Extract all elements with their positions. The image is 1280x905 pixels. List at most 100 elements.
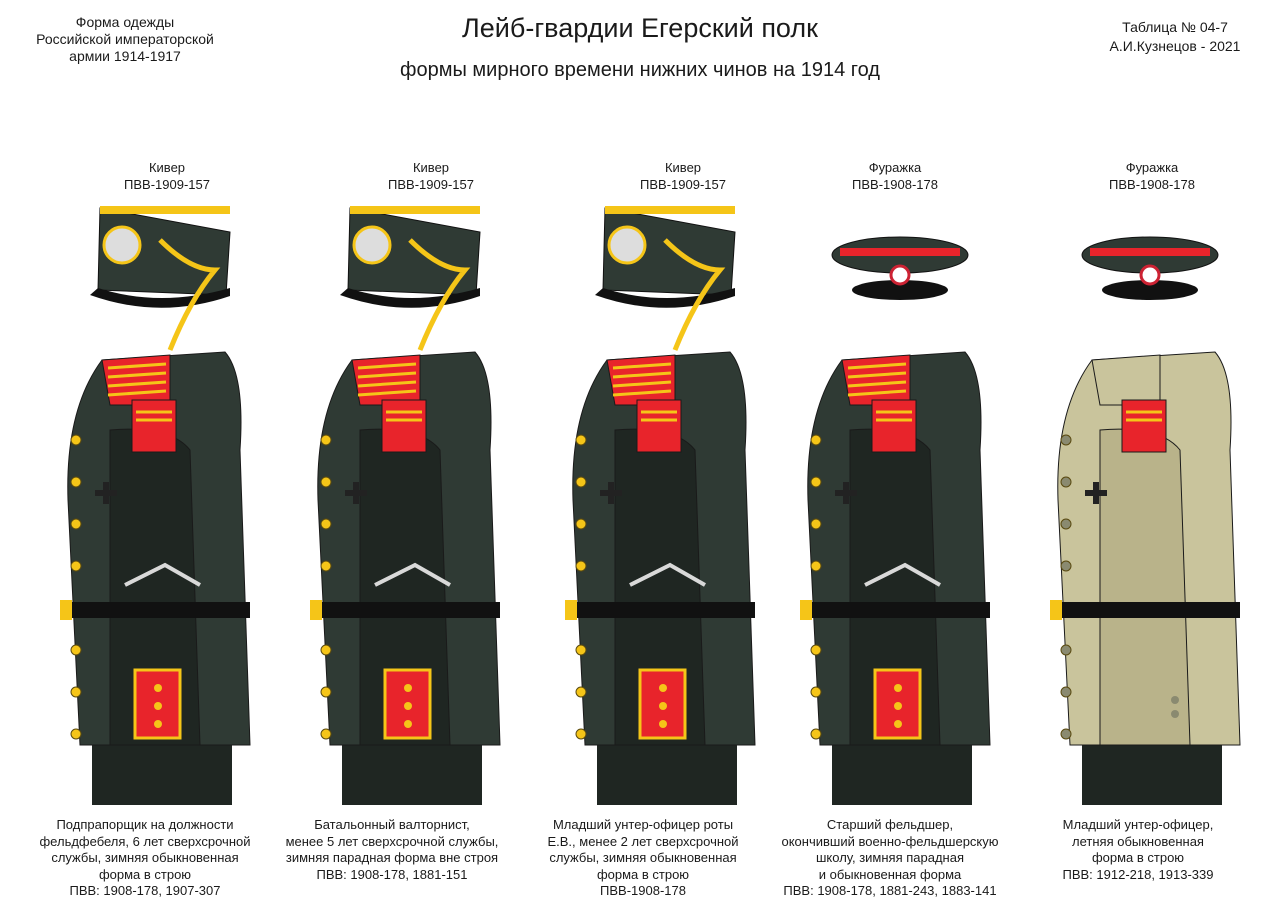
author-credit: А.И.Кузнецов - 2021 [1109,38,1241,54]
headgear-code: ПВВ-1908-178 [852,177,938,192]
series-title-line-1: Форма одежды [75,14,175,30]
caption-line: летняя обыкновенная [1072,833,1204,849]
cuff-button [659,702,667,710]
headgear-name: Фуражка [1125,160,1179,175]
tunic-button [70,686,82,698]
tunic-button [320,518,332,530]
headgear-name: Кивер [148,160,186,175]
cuff-button [154,720,162,728]
caption-line: ПВВ: 1908-178, 1907-307 [69,883,221,898]
figure-caption-1: Подпрапорщик на должности фельдфебеля, 6… [15,817,275,900]
uniform-figure-2 [290,200,530,810]
headgear-code: ПВВ-1909-157 [388,177,474,192]
page-title: Лейб-гвардии Егерский полк [462,13,818,43]
tunic-button [810,686,822,698]
cuff-button [154,684,162,692]
kiver-star-badge-icon [352,225,392,265]
collar-braid [847,362,907,370]
tunic-button [810,728,822,740]
tunic-button [575,560,587,572]
collar-braid [612,380,672,388]
series-title-line-3: армии 1914-1917 [69,48,181,64]
cap-visor [1102,280,1198,300]
tunic-button [1060,434,1072,446]
caption-line: Е.В., менее 2 лет сверхсрочной [547,833,739,849]
belt-buckle [310,600,322,620]
uniform-illustration [310,206,501,805]
sleeve-chevron [629,562,706,587]
sleeve-chevron [374,562,451,587]
kiver-top-braid [350,206,480,214]
tunic-button [1060,728,1072,740]
tunic-button [1060,476,1072,488]
cross-award-icon [1085,482,1107,504]
tunic-collar [101,354,171,406]
sleeve-chevron [864,562,941,587]
caption-line: менее 5 лет сверхсрочной службы, [285,833,499,849]
cuff-button [894,702,902,710]
caption-line: ПВВ: 1912-218, 1913-339 [1062,866,1214,882]
sleeve-chevron [124,562,201,587]
caption-line: Батальонный валторнист, [314,817,470,832]
cap-visor [852,280,948,300]
cuff-button [404,720,412,728]
tunic-button [1060,644,1072,656]
uniform-figure-1 [40,200,280,810]
collar-braid [357,362,417,370]
headgear-code: ПВВ-1908-178 [1109,177,1195,192]
caption-line: окончивший военно-фельдшерскую [781,833,999,849]
headgear-label-3: Кивер ПВВ-1909-157 [583,159,783,193]
caption-line: ПВВ-1908-178 [600,883,686,898]
headgear-name: Кивер [412,160,450,175]
trousers [342,745,482,805]
collar-braid [357,380,417,388]
uniform-figure-3 [545,200,785,810]
headgear-label-2: Кивер ПВВ-1909-157 [331,159,531,193]
waist-belt [320,602,500,618]
tunic-button [1060,518,1072,530]
uniform-figure-4 [780,200,1020,810]
tunic-button [320,644,332,656]
tunic-button [320,476,332,488]
tunic-button [70,476,82,488]
shoulder-strap [871,399,917,453]
page-subtitle: формы мирного времени нижних чинов на 19… [400,59,880,81]
cap-cockade-icon [1139,264,1161,286]
tunic-button [810,434,822,446]
waist-belt [810,602,990,618]
series-title-block: Форма одежды Российской императорской ар… [20,14,230,65]
collar-braid [612,371,672,379]
belt-buckle [565,600,577,620]
caption-line: службы, зимняя обыкновенная [51,850,239,865]
caption-line: фельдфебеля, 6 лет сверхсрочной [39,833,251,849]
waist-belt [70,602,250,618]
tunic-button [70,644,82,656]
series-title-line-2: Российской императорской [36,31,214,47]
tunic-button [1060,560,1072,572]
kiver-star-badge-icon [102,225,142,265]
tunic-button [70,518,82,530]
tunic-collar [1091,354,1161,406]
headgear-code: ПВВ-1909-157 [640,177,726,192]
tunic-button [810,476,822,488]
figure-caption-2: Батальонный валторнист, менее 5 лет свер… [262,817,522,883]
tunic-button [575,434,587,446]
belt-buckle [800,600,812,620]
trousers [92,745,232,805]
kiver-star-badge-icon [607,225,647,265]
figure-caption-4: Старший фельдшер, окончивший военно-фель… [760,817,1020,900]
tunic-button [575,644,587,656]
figure-caption-5: Младший унтер-офицер, летняя обыкновенна… [1008,817,1268,883]
cuff-button [894,684,902,692]
caption-line: службы, зимняя обыкновенная [549,850,737,865]
headgear-name: Фуражка [868,160,922,175]
caption-line: ПВВ: 1908-178, 1881-243, 1883-141 [783,883,997,898]
cross-award-icon [345,482,367,504]
collar-braid [357,371,417,379]
tunic-button [320,560,332,572]
waist-belt [575,602,755,618]
caption-line: Старший фельдшер, [826,817,954,832]
kiver-cord [663,238,726,351]
collar-braid [847,389,907,397]
tunic-button [1060,686,1072,698]
